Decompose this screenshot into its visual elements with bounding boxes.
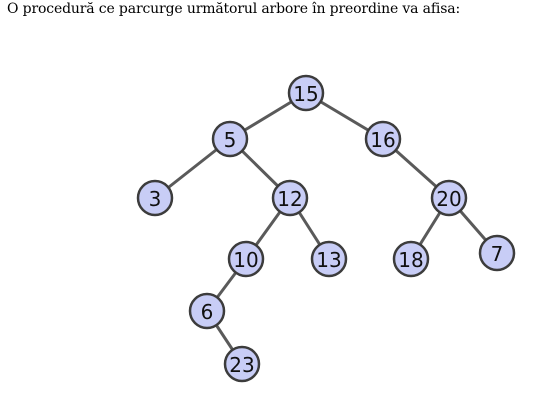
tree-node-16: 16 [364, 120, 402, 158]
node-circle [211, 120, 249, 158]
question-text: O procedură ce parcurge următorul arbore… [7, 1, 461, 17]
node-circle [227, 240, 265, 278]
node-label: 5 [224, 128, 237, 152]
node-circle [310, 240, 348, 278]
tree-node-7: 7 [478, 234, 516, 272]
node-label: 3 [149, 187, 162, 211]
node-label: 6 [201, 300, 214, 324]
node-label: 20 [436, 187, 461, 211]
tree-node-12: 12 [271, 179, 309, 217]
node-circle [188, 292, 226, 330]
node-circle [287, 74, 325, 112]
tree-node-15: 15 [287, 74, 325, 112]
node-label: 12 [277, 187, 302, 211]
node-label: 15 [293, 82, 318, 106]
tree-node-5: 5 [211, 120, 249, 158]
node-label: 23 [229, 353, 254, 377]
tree-node-6: 6 [188, 292, 226, 330]
node-label: 13 [316, 248, 341, 272]
node-circle [478, 234, 516, 272]
node-circle [364, 120, 402, 158]
tree-node-23: 23 [223, 345, 261, 383]
tree-node-20: 20 [430, 179, 468, 217]
tree-node-10: 10 [227, 240, 265, 278]
node-circle [223, 345, 261, 383]
node-circle [271, 179, 309, 217]
tree-node-13: 13 [310, 240, 348, 278]
node-circle [430, 179, 468, 217]
tree-node-18: 18 [392, 240, 430, 278]
node-circle [392, 240, 430, 278]
node-circle [136, 179, 174, 217]
node-label: 18 [398, 248, 423, 272]
tree-node-3: 3 [136, 179, 174, 217]
node-label: 16 [370, 128, 395, 152]
tree-nodes: 15 5 16 3 12 20 10 13 18 7 6 23 [136, 74, 516, 383]
node-label: 7 [491, 242, 504, 266]
node-label: 10 [233, 248, 258, 272]
